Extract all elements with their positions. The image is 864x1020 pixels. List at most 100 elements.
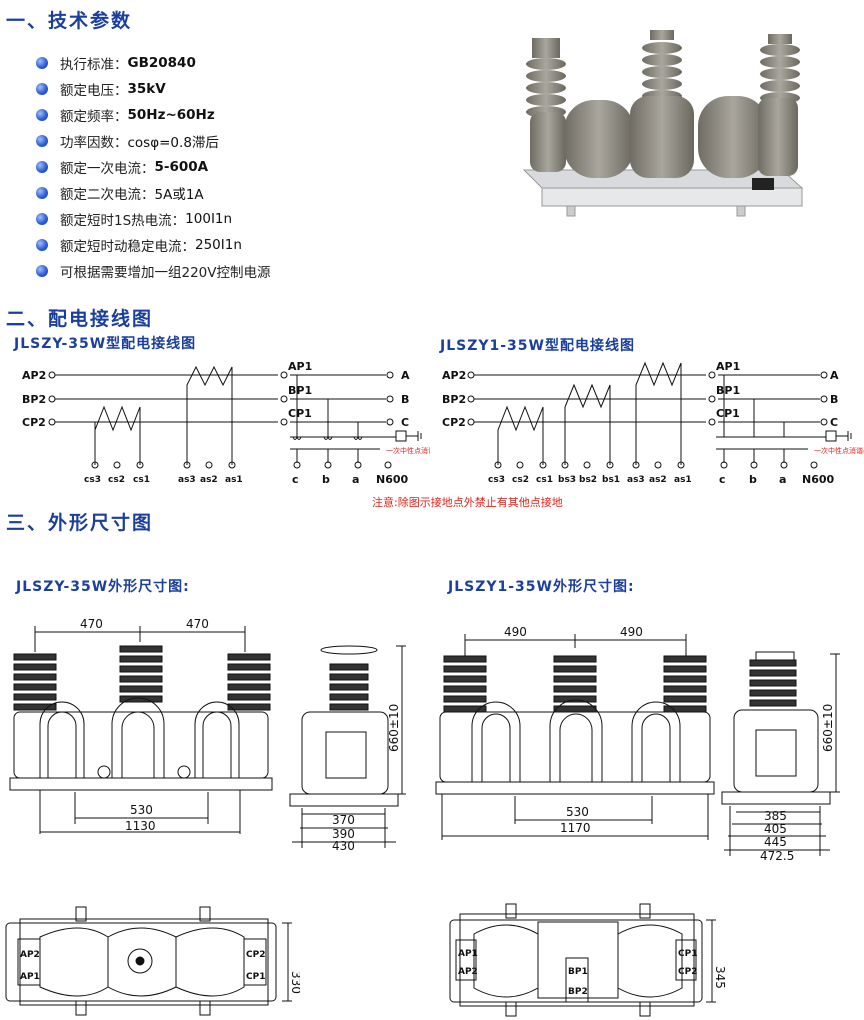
label-a: A (401, 369, 410, 382)
dim-label: 445 (764, 835, 787, 849)
bullet-icon (36, 135, 48, 147)
dim-label: 470 (186, 617, 209, 631)
plan-label: CP1 (246, 972, 265, 982)
param-item: 额定短时动稳定电流：250I1n (36, 232, 271, 258)
section-title-params: 一、技术参数 (6, 10, 133, 32)
dim-label: 470 (80, 617, 103, 631)
plan-label: BP2 (568, 987, 588, 997)
ct-label: c (719, 473, 726, 486)
plan-label: AP1 (458, 949, 478, 959)
param-item: 可根据需要增加一组220V控制电源 (36, 258, 271, 284)
label-ap1: AP1 (288, 360, 312, 373)
ct-label: N600 (802, 473, 835, 486)
label-cp2: CP2 (22, 416, 46, 429)
term-label: as3 (627, 475, 645, 485)
label-bp2: BP2 (442, 393, 466, 406)
plan-label: AP2 (20, 950, 40, 960)
label-bp2: BP2 (22, 393, 46, 406)
dim-label: 370 (332, 813, 355, 827)
wiring-diagram-left: AP2 BP2 CP2 AP1 BP1 CP1 A B C 一次中性点消谐器 c… (22, 360, 430, 486)
dim-right-title: JLSZY1-35W外形尺寸图: (448, 579, 635, 595)
dim-label: 1170 (560, 821, 591, 835)
plan-label: AP2 (458, 967, 478, 977)
label-b: B (830, 393, 838, 406)
dim-label: 472.5 (760, 849, 794, 862)
ct-label: a (352, 473, 359, 486)
bullet-icon (36, 213, 48, 225)
dim-front-left: 470 470 530 1130 660±10 370 390 430 (9, 617, 406, 852)
term-label: cs3 (84, 475, 101, 485)
term-label: cs3 (488, 475, 505, 485)
label-ap1: AP1 (716, 360, 740, 373)
product-photo (522, 30, 804, 217)
dim-label: 390 (332, 827, 355, 841)
label-bp1: BP1 (716, 384, 740, 397)
label-cp1: CP1 (288, 407, 312, 420)
dim-label: 660±10 (387, 704, 401, 752)
ct-label: N600 (376, 473, 409, 486)
dim-label: 385 (764, 809, 787, 823)
term-label: cs1 (133, 475, 150, 485)
param-item: 执行标准：GB20840 (36, 50, 271, 76)
dim-plan-right: AP1 AP2 BP1 BP2 CP1 CP2 345 (449, 903, 727, 1017)
dim-label: 430 (332, 839, 355, 852)
arrester-note: 一次中性点消谐器 (814, 446, 864, 455)
term-label: as3 (178, 475, 196, 485)
ct-label: c (292, 473, 299, 486)
label-ap2: AP2 (442, 369, 466, 382)
ct-label: a (779, 473, 786, 486)
param-item: 额定短时1S热电流：100I1n (36, 206, 271, 232)
dim-label: 1130 (125, 819, 156, 833)
param-item: 额定频率：50Hz~60Hz (36, 102, 271, 128)
term-label: bs1 (602, 475, 620, 485)
param-item: 额定一次电流：5-600A (36, 154, 271, 180)
bullet-icon (36, 265, 48, 277)
label-cp1: CP1 (716, 407, 740, 420)
dim-left-title: JLSZY-35W外形尺寸图: (16, 579, 190, 595)
term-label: bs2 (579, 475, 597, 485)
dim-label: 530 (130, 803, 153, 817)
param-item: 功率因数：cosφ=0.8滞后 (36, 128, 271, 154)
term-label: as2 (649, 475, 667, 485)
plan-label: CP1 (678, 949, 697, 959)
bullet-icon (36, 187, 48, 199)
wiring-right-title: JLSZY1-35W型配电接线图 (440, 338, 635, 354)
label-a: A (830, 369, 839, 382)
label-c: C (401, 416, 409, 429)
dim-plan-left: AP2 AP1 CP2 CP1 330 (5, 906, 300, 1016)
arrester-note: 一次中性点消谐器 (386, 446, 430, 455)
bullet-icon (36, 239, 48, 251)
plan-label: CP2 (678, 967, 697, 977)
dim-label: 530 (566, 805, 589, 819)
param-list: 执行标准：GB20840 额定电压：35kV 额定频率：50Hz~60Hz 功率… (36, 50, 271, 284)
dim-label: 330 (289, 971, 300, 994)
dim-label: 345 (713, 966, 727, 989)
bullet-icon (36, 161, 48, 173)
dim-front-right: 490 490 530 1170 660±10 385 405 445 472.… (435, 625, 840, 862)
term-label: cs1 (536, 475, 553, 485)
param-item: 额定电压：35kV (36, 76, 271, 102)
plan-label: BP1 (568, 967, 588, 977)
ct-label: b (322, 473, 330, 486)
dim-label: 405 (764, 822, 787, 836)
label-cp2: CP2 (442, 416, 466, 429)
bullet-icon (36, 57, 48, 69)
dim-label: 660±10 (821, 704, 835, 752)
label-ap2: AP2 (22, 369, 46, 382)
label-b: B (401, 393, 409, 406)
term-label: cs2 (512, 475, 529, 485)
section-title-dimensions: 三、外形尺寸图 (6, 512, 154, 534)
bullet-icon (36, 83, 48, 95)
bullet-icon (36, 109, 48, 121)
term-label: as2 (200, 475, 218, 485)
term-label: bs3 (558, 475, 576, 485)
ct-label: b (749, 473, 757, 486)
grounding-note: 注意:除图示接地点外禁止有其他点接地 (372, 496, 563, 509)
wiring-left-title: JLSZY-35W型配电接线图 (14, 336, 197, 352)
plan-label: CP2 (246, 950, 265, 960)
label-c: C (830, 416, 838, 429)
dim-label: 490 (620, 625, 643, 639)
term-label: cs2 (108, 475, 125, 485)
section-title-wiring: 二、配电接线图 (6, 308, 154, 330)
term-label: as1 (674, 475, 692, 485)
